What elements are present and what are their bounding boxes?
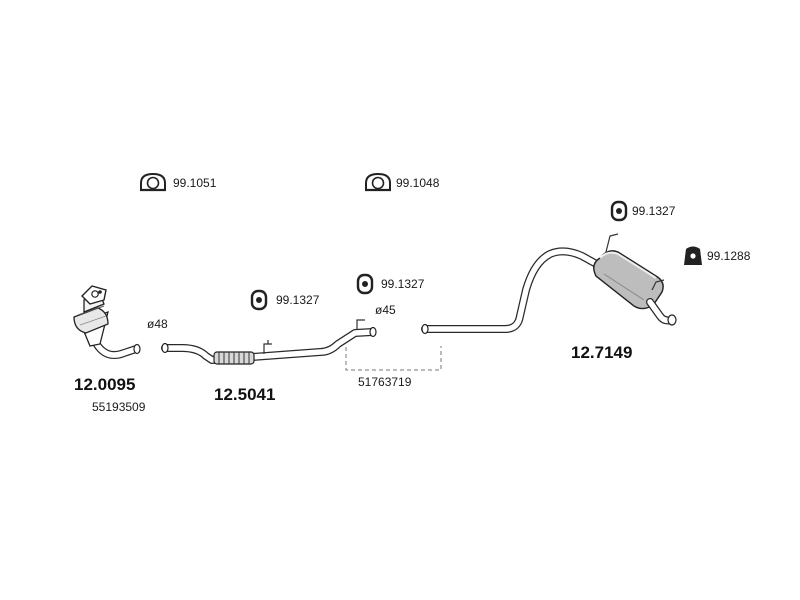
clamp-1-label: 99.1051 — [173, 176, 217, 190]
clamp-icon — [365, 172, 391, 192]
front-pipe-diameter-label: ø45 — [375, 303, 396, 317]
connector-bracket — [345, 346, 442, 371]
rear-part-number: 12.7149 — [571, 343, 632, 362]
hanger-icon — [610, 200, 628, 222]
hanger-mid-label: 99.1327 — [381, 277, 425, 291]
cat-diameter-label: ø48 — [147, 317, 168, 331]
hanger-rear-label: 99.1327 — [632, 204, 676, 218]
connector-oe-number: 51763719 — [358, 375, 412, 389]
hanger-front-label: 99.1327 — [276, 293, 320, 307]
clamp-2-label: 99.1048 — [396, 176, 440, 190]
rubber-mount-label: 99.1288 — [707, 249, 751, 263]
rear-silencer-part — [421, 233, 677, 335]
hanger-icon — [356, 273, 374, 295]
rubber-mount-icon — [684, 246, 702, 265]
hanger-icon — [250, 289, 268, 311]
front-pipe-part — [161, 319, 377, 365]
clamp-icon — [140, 172, 166, 192]
catalytic-converter-part — [73, 285, 141, 359]
front-pipe-part-number: 12.5041 — [214, 385, 275, 404]
cat-oe-number: 55193509 — [92, 400, 146, 414]
cat-part-number: 12.0095 — [74, 375, 135, 394]
